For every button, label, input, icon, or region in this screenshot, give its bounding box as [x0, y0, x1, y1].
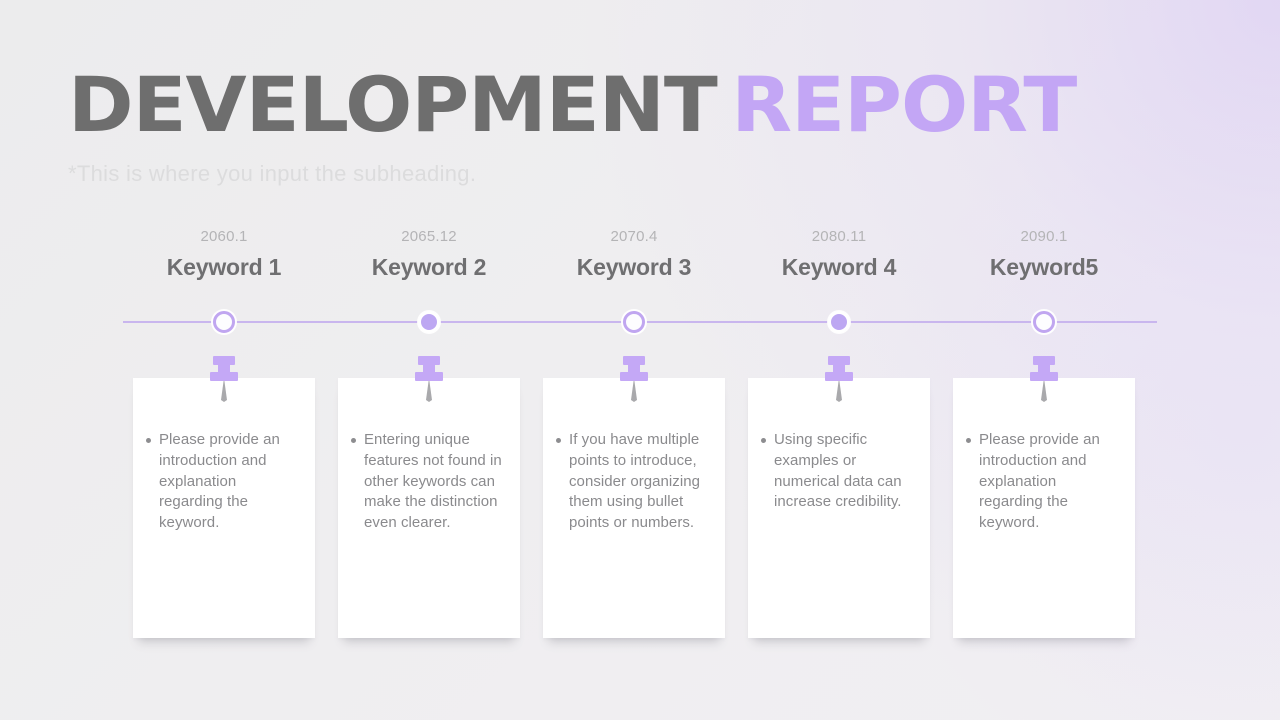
- bullet-icon: [146, 438, 151, 443]
- bullet-icon: [966, 438, 971, 443]
- milestone-date: 2060.1: [200, 228, 248, 245]
- push-pin-icon: [411, 356, 447, 402]
- milestone-date: 2090.1: [1020, 228, 1068, 245]
- card-surface: Please provide an introduction and expla…: [133, 378, 315, 638]
- timeline-marker-filled[interactable]: [418, 311, 440, 333]
- card-text: Please provide an introduction and expla…: [979, 431, 1100, 532]
- title-accent: REPORT: [731, 60, 1077, 149]
- milestone-card[interactable]: Entering unique features not found in ot…: [338, 356, 520, 638]
- timeline-marker-hollow[interactable]: [623, 311, 645, 333]
- list-item: If you have multiple points to introduce…: [556, 430, 711, 534]
- card-text: Please provide an introduction and expla…: [159, 431, 280, 532]
- timeline-marker-hollow[interactable]: [213, 311, 235, 333]
- milestone-keyword[interactable]: Keyword 1: [166, 254, 282, 280]
- timeline-marker-filled[interactable]: [828, 311, 850, 333]
- card-text: Using specific examples or numerical dat…: [774, 431, 902, 511]
- milestone-card[interactable]: If you have multiple points to introduce…: [543, 356, 725, 638]
- timeline-axis: [123, 311, 1157, 333]
- milestone-date: 2065.12: [401, 228, 457, 245]
- card-body: Entering unique features not found in ot…: [338, 378, 520, 544]
- card-surface: Entering unique features not found in ot…: [338, 378, 520, 638]
- card-body: Please provide an introduction and expla…: [133, 378, 315, 544]
- milestone-card[interactable]: Please provide an introduction and expla…: [953, 356, 1135, 638]
- milestone-keyword[interactable]: Keyword 4: [781, 254, 897, 280]
- bullet-icon: [351, 438, 356, 443]
- milestone-keyword[interactable]: Keyword5: [989, 254, 1099, 280]
- list-item: Please provide an introduction and expla…: [146, 430, 301, 534]
- push-pin-icon: [206, 356, 242, 402]
- title-primary: DEVELOPMENT: [68, 60, 718, 149]
- card-surface: Using specific examples or numerical dat…: [748, 378, 930, 638]
- card-surface: Please provide an introduction and expla…: [953, 378, 1135, 638]
- milestone-date: 2070.4: [610, 228, 658, 245]
- push-pin-icon: [1026, 356, 1062, 402]
- bullet-icon: [556, 438, 561, 443]
- milestone-keyword[interactable]: Keyword 2: [371, 254, 487, 280]
- milestone-card[interactable]: Please provide an introduction and expla…: [133, 356, 315, 638]
- milestone-keyword[interactable]: Keyword 3: [576, 254, 692, 280]
- card-body: Using specific examples or numerical dat…: [748, 378, 930, 523]
- milestone-card[interactable]: Using specific examples or numerical dat…: [748, 356, 930, 638]
- subheading: *This is where you input the subheading.: [68, 161, 477, 186]
- list-item: Entering unique features not found in ot…: [351, 430, 506, 534]
- card-body: If you have multiple points to introduce…: [543, 378, 725, 544]
- card-text: Entering unique features not found in ot…: [364, 431, 502, 532]
- list-item: Please provide an introduction and expla…: [966, 430, 1121, 534]
- card-surface: If you have multiple points to introduce…: [543, 378, 725, 638]
- list-item: Using specific examples or numerical dat…: [761, 430, 916, 513]
- card-text: If you have multiple points to introduce…: [569, 431, 701, 532]
- push-pin-icon: [616, 356, 652, 402]
- milestone-date: 2080.11: [811, 228, 867, 245]
- push-pin-icon: [821, 356, 857, 402]
- bullet-icon: [761, 438, 766, 443]
- card-body: Please provide an introduction and expla…: [953, 378, 1135, 544]
- timeline-marker-hollow[interactable]: [1033, 311, 1055, 333]
